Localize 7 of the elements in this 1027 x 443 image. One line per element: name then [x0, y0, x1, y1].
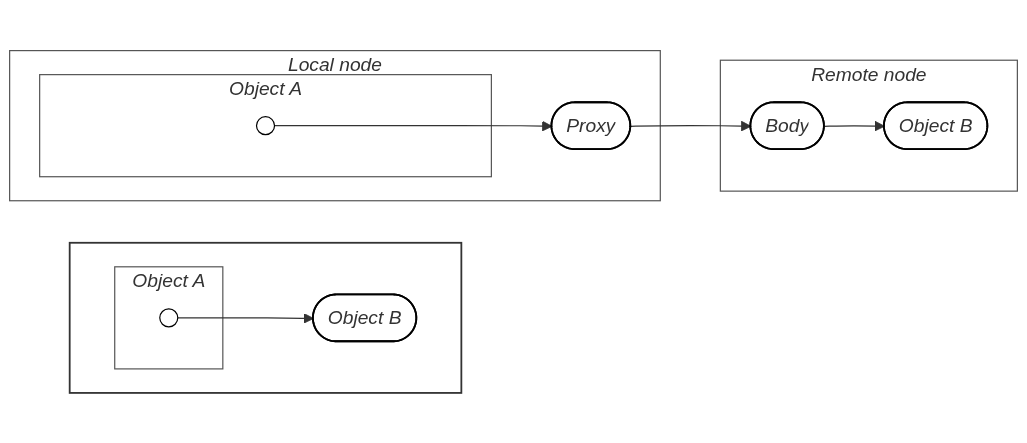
cluster [68, 241, 463, 394]
cluster: Object A [114, 265, 224, 370]
cluster: Object A [39, 73, 492, 178]
node-circle [159, 307, 179, 328]
node-circle [255, 115, 276, 135]
arrow [823, 120, 885, 132]
arrow [177, 312, 314, 324]
